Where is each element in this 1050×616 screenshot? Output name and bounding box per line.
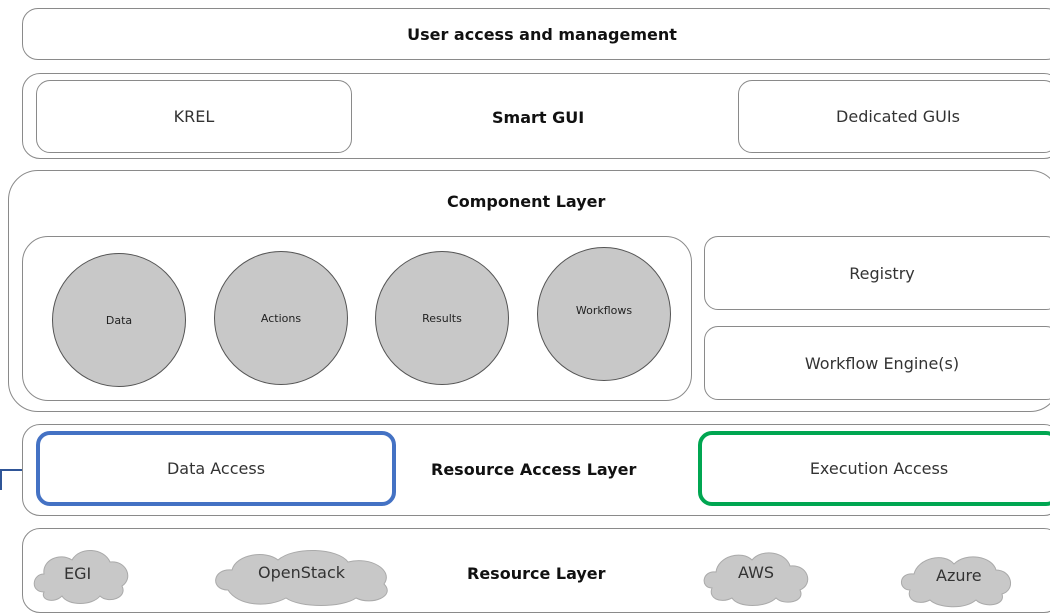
registry-box: Registry — [704, 236, 1050, 310]
user-access-layer: User access and management — [22, 8, 1050, 60]
data-circle-label: Data — [105, 313, 133, 327]
results-circle-label: Results — [422, 311, 462, 325]
actions-circle: Actions — [214, 251, 348, 385]
workflows-circle-label: Workflows — [575, 304, 633, 317]
resource-access-label: Resource Access Layer — [431, 460, 637, 479]
actions-circle-label: Actions — [260, 311, 302, 325]
azure-cloud-icon — [901, 556, 1011, 608]
data-access-label: Data Access — [166, 459, 266, 478]
egi-label: EGI — [64, 564, 92, 583]
dedicated-guis-box: Dedicated GUIs — [738, 80, 1050, 153]
results-circle: Results — [375, 251, 509, 385]
krel-label: KREL — [173, 107, 215, 126]
egi-cloud-icon — [33, 550, 129, 604]
openstack-label: OpenStack — [258, 563, 346, 582]
resource-layer — [22, 528, 1050, 613]
workflows-circle: Workflows — [537, 247, 671, 381]
aws-label: AWS — [738, 563, 775, 582]
component-layer-label: Component Layer — [447, 192, 606, 211]
aws-cloud-icon — [703, 552, 809, 606]
dedicated-guis-label: Dedicated GUIs — [836, 107, 960, 126]
user-access-label: User access and management — [407, 24, 677, 44]
execution-access-label: Execution Access — [809, 459, 949, 478]
azure-label: Azure — [936, 566, 982, 585]
data-access-box: Data Access — [36, 431, 396, 506]
resource-layer-label: Resource Layer — [467, 564, 606, 583]
openstack-cloud-icon — [215, 550, 388, 606]
krel-box: KREL — [36, 80, 352, 153]
data-circle: Data — [52, 253, 186, 387]
workflow-engine-box: Workflow Engine(s) — [704, 326, 1050, 400]
smart-gui-label: Smart GUI — [492, 108, 585, 127]
registry-label: Registry — [849, 263, 915, 283]
workflow-engine-label: Workflow Engine(s) — [804, 353, 960, 373]
execution-access-box: Execution Access — [698, 431, 1050, 506]
